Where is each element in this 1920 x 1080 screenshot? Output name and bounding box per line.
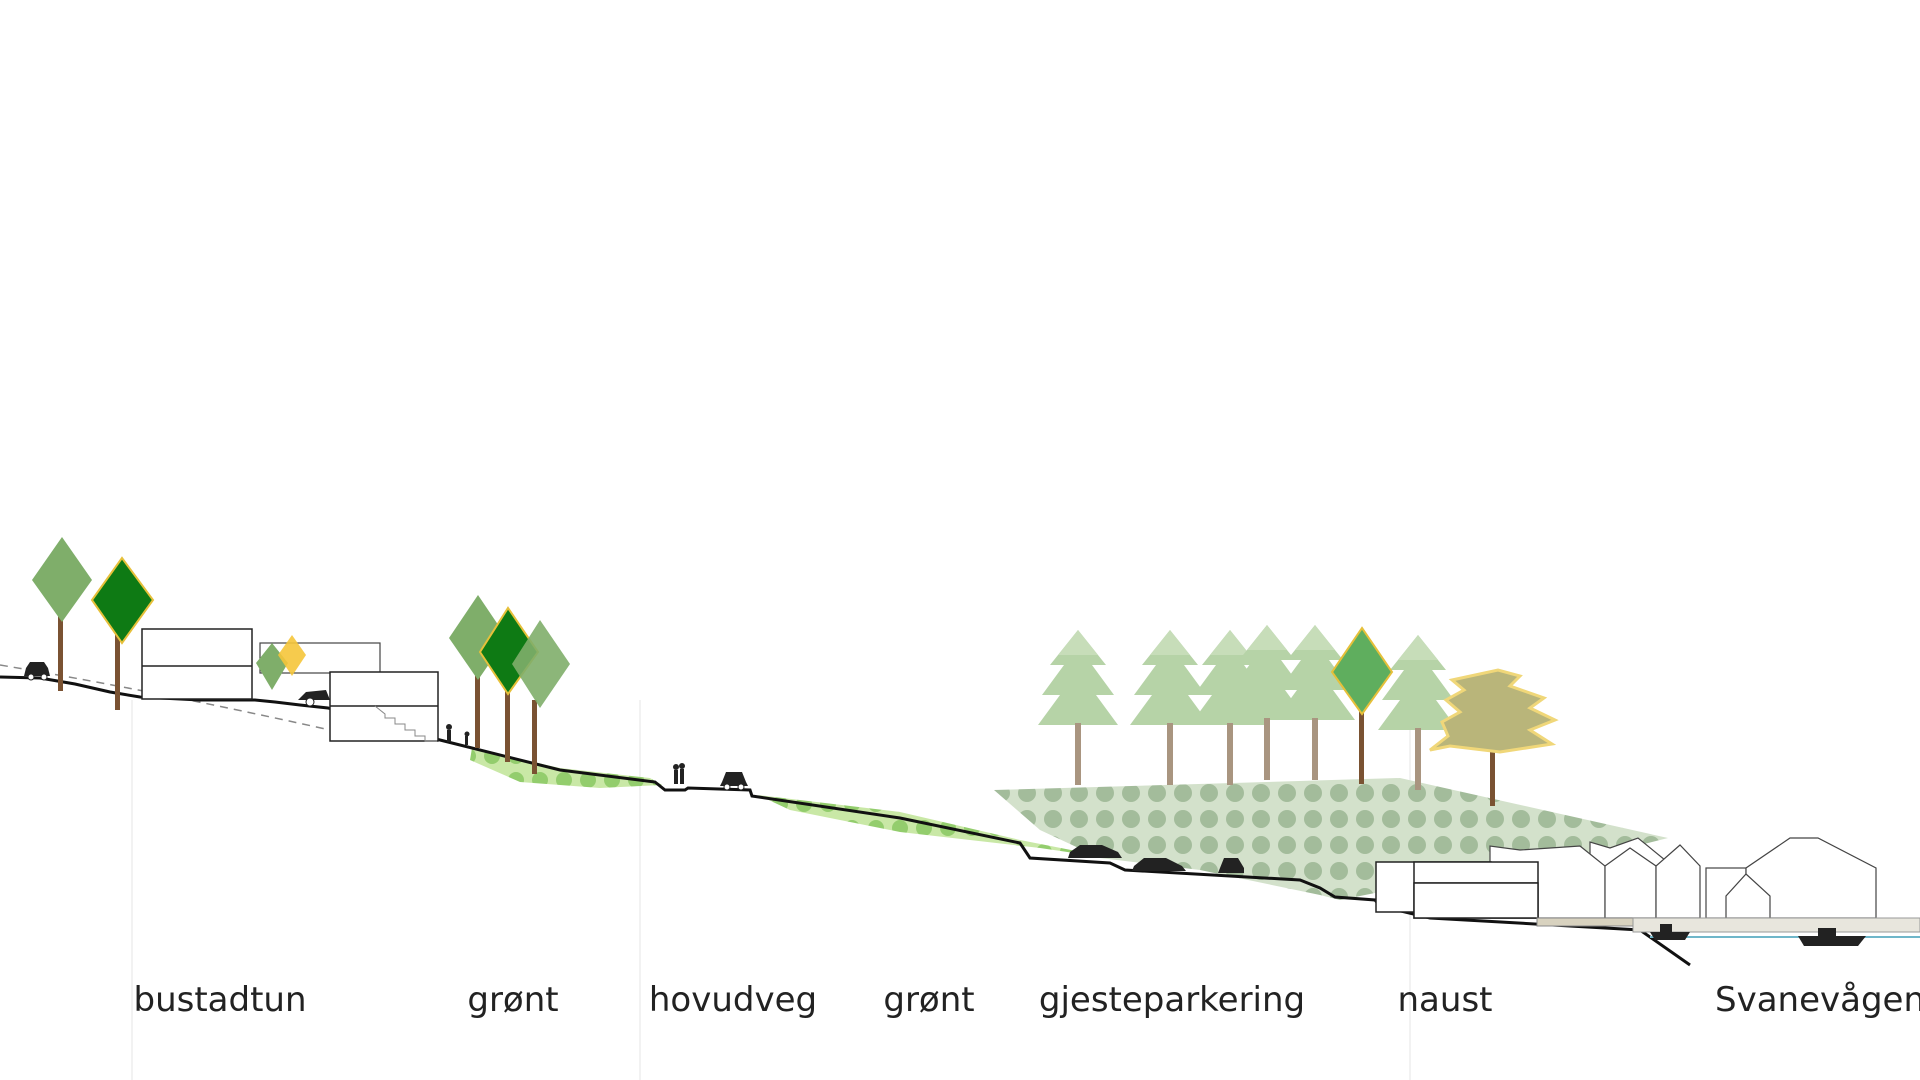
boat-2	[1798, 928, 1866, 946]
label-gront-1: grønt	[467, 980, 559, 1020]
quay	[1536, 917, 1638, 927]
label-bustadtun: bustadtun	[133, 980, 307, 1020]
tree-deciduous-1	[32, 537, 92, 691]
hill-dotted-area	[994, 778, 1668, 900]
label-naust: naust	[1397, 980, 1493, 1020]
naust-buildings	[1489, 837, 1877, 919]
tree-deciduous-hill	[1330, 626, 1394, 784]
car-2	[298, 690, 330, 707]
terrain-profile	[0, 675, 1691, 967]
label-hovudveg: hovudveg	[648, 980, 818, 1020]
naust-main	[1375, 861, 1539, 919]
car-road	[720, 772, 748, 791]
car-1	[24, 662, 50, 681]
pedestrians-2	[673, 763, 685, 784]
quay-2	[1632, 917, 1920, 933]
pedestrians-1	[446, 724, 470, 745]
tree-autumn	[1429, 668, 1559, 806]
conifer-forest	[1038, 625, 1458, 790]
label-svanevagen: Svanevågen	[1714, 980, 1920, 1020]
car-parking-2	[1132, 858, 1186, 871]
boat-1	[1650, 924, 1690, 940]
building-1	[141, 628, 253, 700]
tree-deciduous-2	[90, 556, 155, 710]
small-trees-yellow	[256, 635, 306, 690]
building-3	[329, 671, 439, 742]
section-guides	[131, 700, 1411, 1080]
label-gjesteparkering: gjesteparkering	[1038, 980, 1306, 1020]
label-gront-2: grønt	[883, 980, 975, 1020]
stairs	[374, 705, 437, 742]
tree-group-mid	[449, 595, 570, 774]
car-parking-3	[1218, 858, 1244, 873]
car-parking-1	[1068, 845, 1122, 858]
